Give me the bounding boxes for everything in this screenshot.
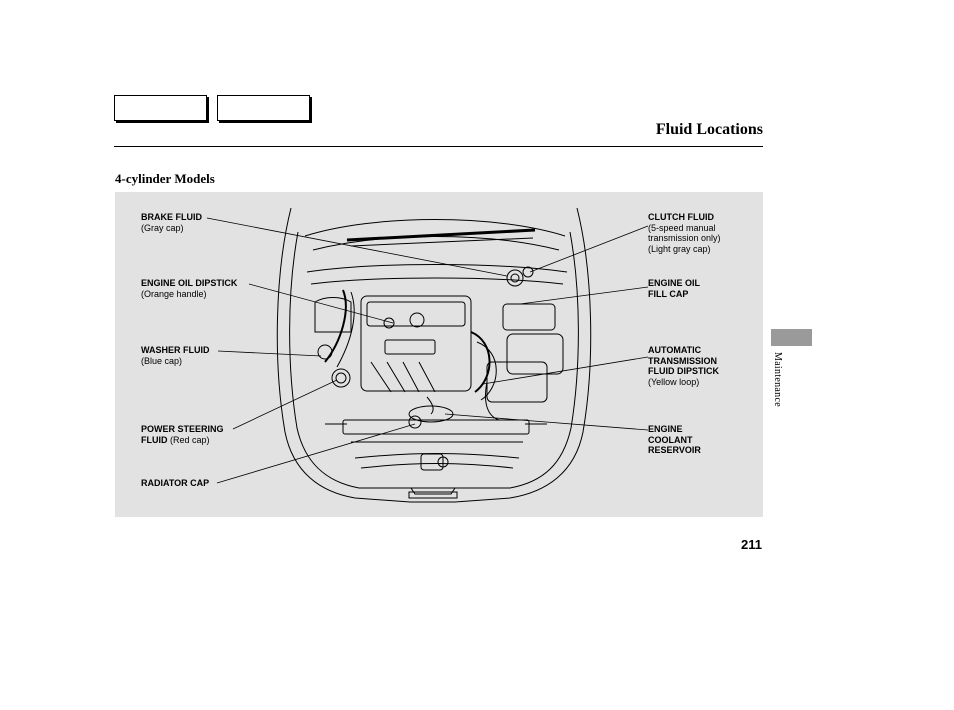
callout-power-steering-fluid: POWER STEERING FLUID (Red cap) xyxy=(141,424,224,445)
clutch-fluid-label: CLUTCH FLUID xyxy=(648,212,714,222)
page-number: 211 xyxy=(741,537,762,552)
washer-fluid-sub: (Blue cap) xyxy=(141,355,183,366)
nav-tab-box-2[interactable] xyxy=(217,95,310,121)
engine-oil-fill-label-1: ENGINE OIL xyxy=(648,278,701,288)
callout-washer-fluid: WASHER FLUID (Blue cap) xyxy=(141,345,210,366)
callout-engine-coolant-reservoir: ENGINE COOLANT RESERVOIR xyxy=(648,424,701,456)
callout-atf-dipstick: AUTOMATIC TRANSMISSION FLUID DIPSTICK (Y… xyxy=(648,345,719,387)
radiator-cap-label: RADIATOR CAP xyxy=(141,478,210,488)
power-steering-label-2: FLUID xyxy=(141,434,168,445)
atf-dipstick-label-3: FLUID DIPSTICK xyxy=(648,366,719,376)
power-steering-sub: (Red cap) xyxy=(170,434,210,445)
callout-engine-oil-dipstick: ENGINE OIL DIPSTICK (Orange handle) xyxy=(141,278,237,299)
washer-fluid-label: WASHER FLUID xyxy=(141,345,210,355)
nav-tab-box-1[interactable] xyxy=(114,95,207,121)
section-side-tab[interactable] xyxy=(771,329,812,346)
engine-oil-dipstick-label: ENGINE OIL DIPSTICK xyxy=(141,278,238,288)
brake-fluid-sub: (Gray cap) xyxy=(141,222,184,233)
callout-engine-oil-fill-cap: ENGINE OIL FILL CAP xyxy=(648,278,700,299)
atf-dipstick-label-2: TRANSMISSION xyxy=(648,355,718,366)
atf-dipstick-sub: (Yellow loop) xyxy=(648,376,700,387)
coolant-label-2: COOLANT xyxy=(648,434,693,445)
coolant-label-3: RESERVOIR xyxy=(648,445,701,455)
callout-radiator-cap: RADIATOR CAP xyxy=(141,478,209,489)
section-side-label: Maintenance xyxy=(772,352,783,407)
power-steering-label: POWER STEERING xyxy=(141,424,224,434)
callout-brake-fluid: BRAKE FLUID (Gray cap) xyxy=(141,212,202,233)
atf-dipstick-label-1: AUTOMATIC xyxy=(648,345,702,355)
engine-bay-diagram: BRAKE FLUID (Gray cap) ENGINE OIL DIPSTI… xyxy=(115,192,763,517)
engine-bay-illustration xyxy=(206,207,649,503)
callout-clutch-fluid: CLUTCH FLUID (5-speed manual transmissio… xyxy=(648,212,721,254)
page-title: Fluid Locations xyxy=(655,121,763,138)
engine-oil-fill-label-2: FILL CAP xyxy=(648,288,689,299)
clutch-fluid-sub-2: transmission only) xyxy=(648,233,721,243)
clutch-fluid-sub-3: (Light gray cap) xyxy=(648,243,711,254)
clutch-fluid-sub-1: (5-speed manual xyxy=(648,222,716,233)
engine-oil-dipstick-sub: (Orange handle) xyxy=(141,288,207,299)
brake-fluid-label: BRAKE FLUID xyxy=(141,212,202,222)
section-heading: 4-cylinder Models xyxy=(115,171,215,186)
title-divider xyxy=(114,146,763,147)
coolant-label-1: ENGINE xyxy=(648,424,683,434)
